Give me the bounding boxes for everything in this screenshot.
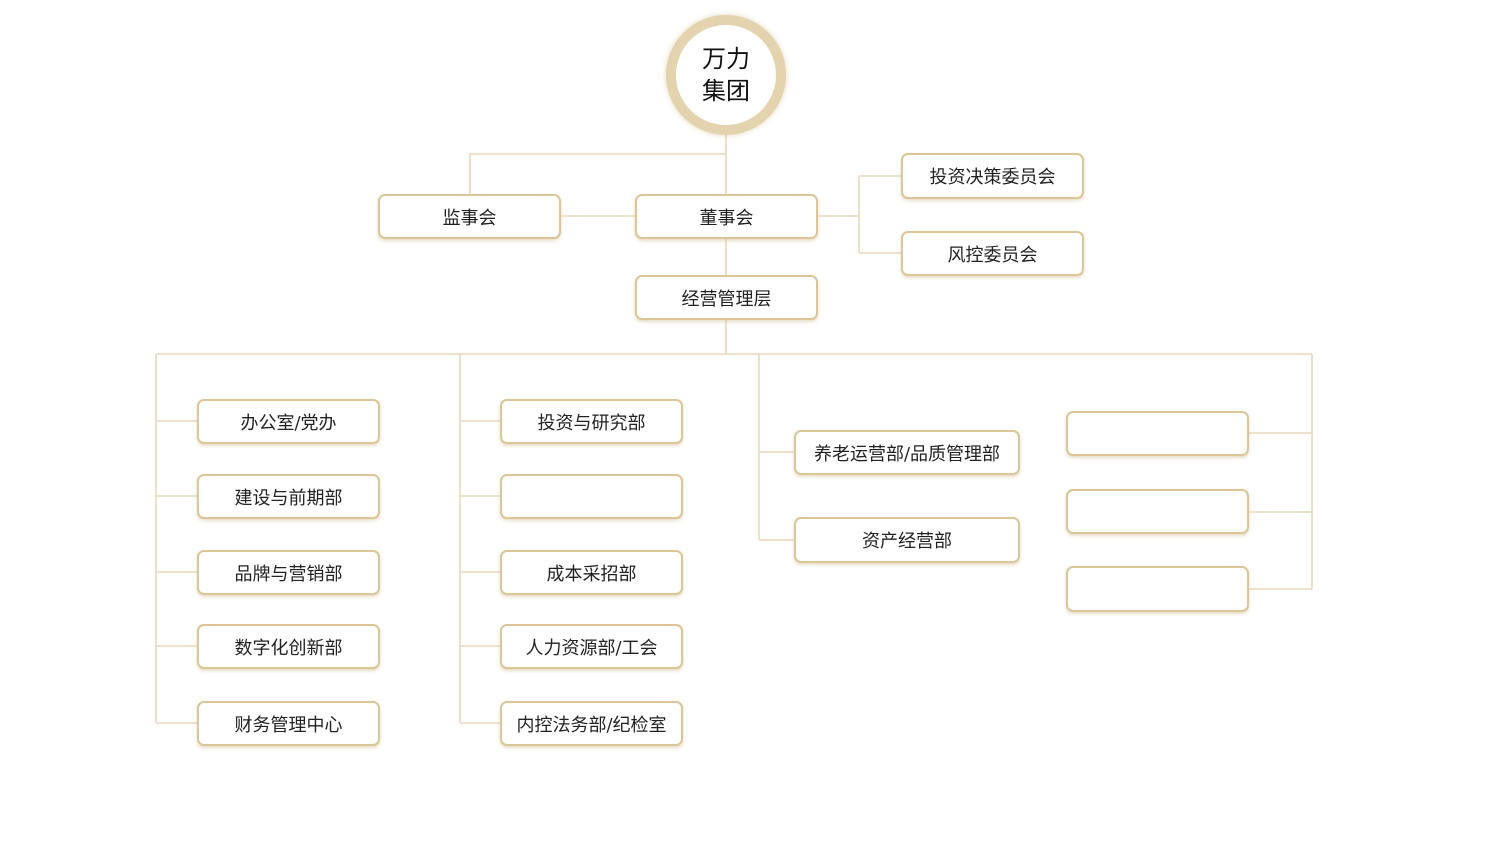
department-node: 内控法务部/纪检室 — [500, 701, 683, 746]
root-label: 万力集团 — [702, 45, 750, 105]
department-node: 品牌与营销部 — [197, 550, 380, 595]
department-node: 财务管理中心 — [197, 701, 380, 746]
department-node: 数字化创新部 — [197, 624, 380, 669]
department-node: 投资与研究部 — [500, 399, 683, 444]
department-node-empty — [1066, 489, 1249, 534]
department-node: 办公室/党办 — [197, 399, 380, 444]
investment-committee-node: 投资决策委员会 — [901, 153, 1084, 199]
department-node-empty — [1066, 411, 1249, 456]
department-node: 建设与前期部 — [197, 474, 380, 519]
department-node: 资产经营部 — [794, 517, 1020, 563]
department-node: 成本采招部 — [500, 550, 683, 595]
root-node: 万力集团 — [666, 15, 786, 135]
department-node-empty — [500, 474, 683, 519]
supervisory-board-node: 监事会 — [378, 194, 561, 239]
department-node: 养老运营部/品质管理部 — [794, 430, 1020, 475]
department-node: 人力资源部/工会 — [500, 624, 683, 669]
risk-committee-node: 风控委员会 — [901, 231, 1084, 276]
board-node: 董事会 — [635, 194, 818, 239]
management-node: 经营管理层 — [635, 275, 818, 320]
department-node-empty — [1066, 566, 1249, 612]
